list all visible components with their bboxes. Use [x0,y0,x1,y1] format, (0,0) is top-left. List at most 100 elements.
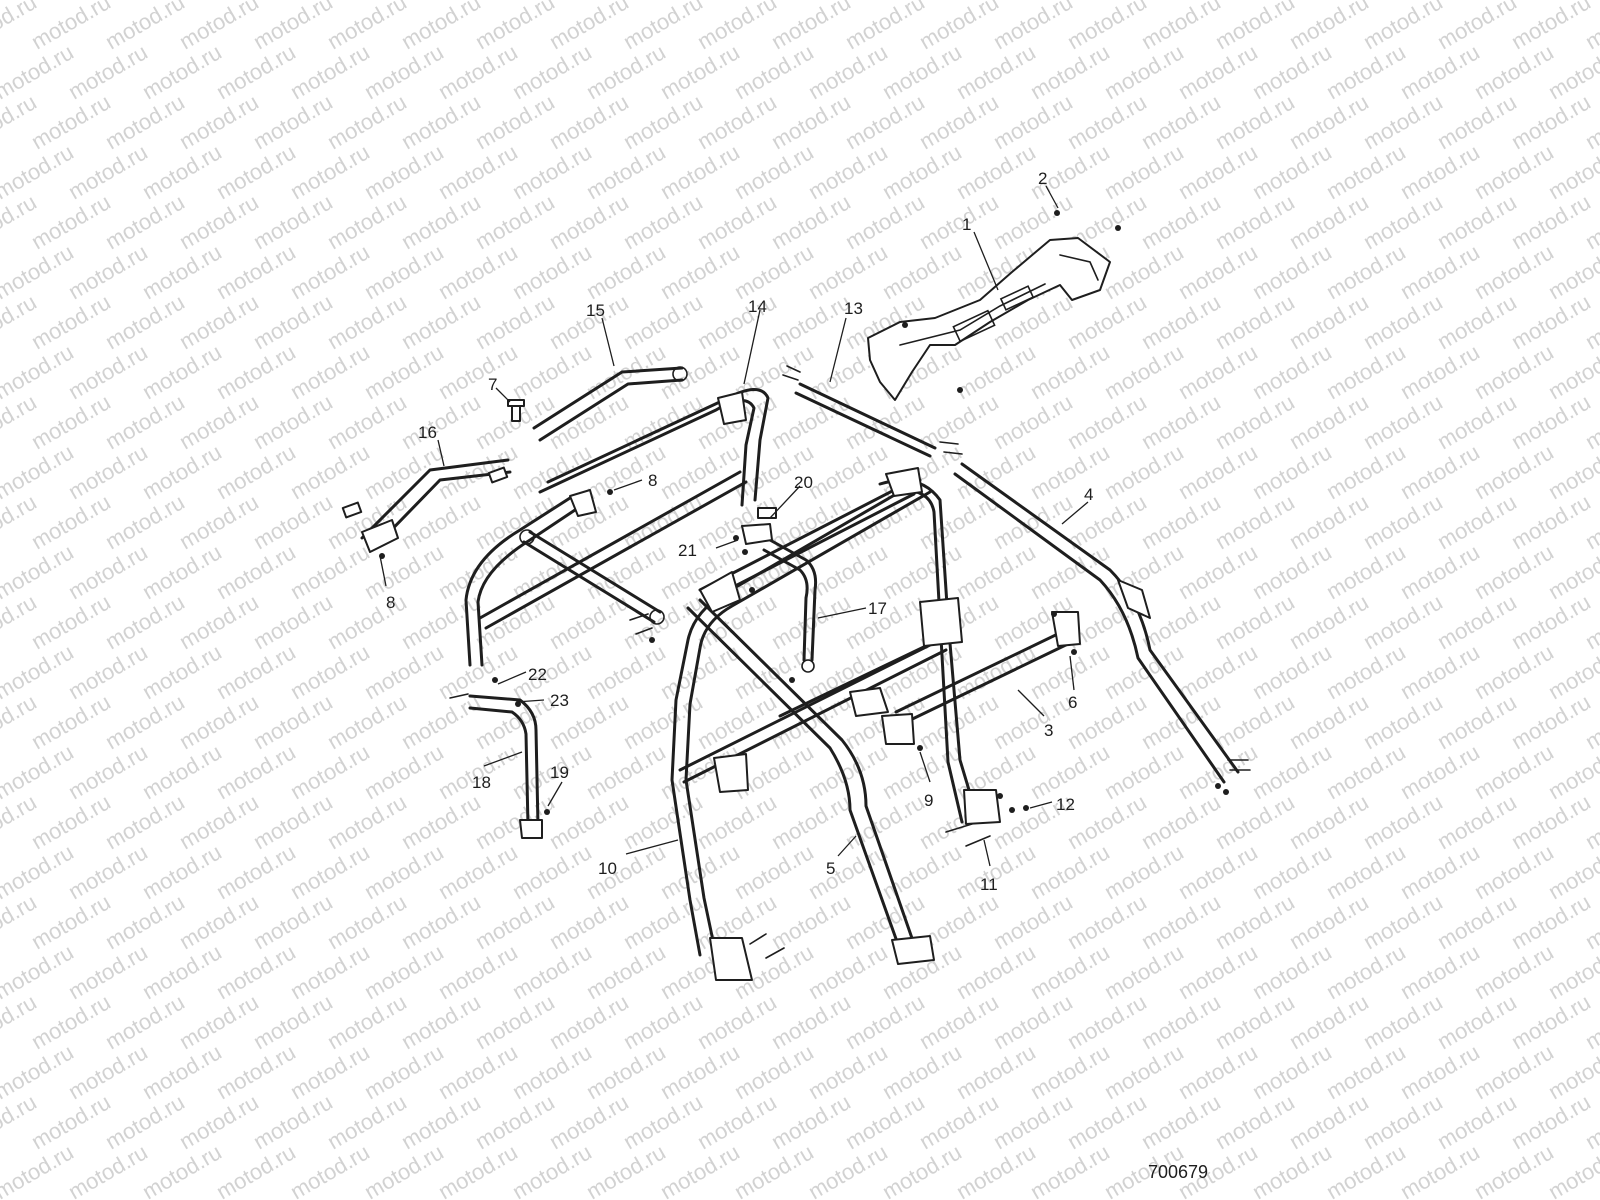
callout-8-upper[interactable]: 8 [648,471,657,490]
watermark-text: motod.ru [767,89,855,154]
watermark-text: motod.ru [1433,989,1521,1054]
watermark-text: motod.ru [693,89,781,154]
watermark-text: motod.ru [989,989,1077,1054]
callout-21[interactable]: 21 [678,541,697,560]
watermark-text: motod.ru [693,0,781,54]
watermark-text: motod.ru [323,1089,411,1154]
watermark-text: motod.ru [1137,889,1225,954]
watermark-text: motod.ru [27,589,115,654]
watermark-text: motod.ru [1470,39,1558,104]
callout-1[interactable]: 1 [962,215,971,234]
part-7-bolt [507,399,525,422]
watermark-text: motod.ru [1322,139,1410,204]
callout-18[interactable]: 18 [472,773,491,792]
watermark-text: motod.ru [841,989,929,1054]
watermark-text: motod.ru [286,39,374,104]
watermark-text: motod.ru [693,789,781,854]
watermark-text: motod.ru [1470,939,1558,1004]
watermark-text: motod.ru [1248,39,1336,104]
lower-cross-tube [678,597,963,793]
callout-11[interactable]: 11 [980,875,998,894]
watermark-text: motod.ru [397,389,485,454]
watermark-text: motod.ru [693,489,781,554]
watermark-text: motod.ru [989,389,1077,454]
watermark-text: motod.ru [582,939,670,1004]
callout-23[interactable]: 23 [550,691,569,710]
watermark-text: motod.ru [693,189,781,254]
watermark-text: motod.ru [1211,589,1299,654]
watermark-text: motod.ru [27,789,115,854]
watermark-text: motod.ru [1396,739,1484,804]
callout-20[interactable]: 20 [794,473,813,492]
watermark-text: motod.ru [1100,339,1188,404]
callout-17[interactable]: 17 [868,599,887,618]
watermark-text: motod.ru [101,1089,189,1154]
watermark-text: motod.ru [175,889,263,954]
watermark-text: motod.ru [1211,889,1299,954]
watermark-text: motod.ru [175,589,263,654]
callout-16[interactable]: 16 [418,423,437,442]
watermark-text: motod.ru [915,1089,1003,1154]
watermark-text: motod.ru [915,989,1003,1054]
callout-12[interactable]: 12 [1056,795,1075,814]
watermark-text: motod.ru [175,489,263,554]
watermark-text: motod.ru [1396,1139,1484,1200]
watermark-text: motod.ru [212,839,300,904]
watermark-text: motod.ru [101,789,189,854]
callout-4[interactable]: 4 [1084,485,1093,504]
watermark-text: motod.ru [1322,439,1410,504]
watermark-text: motod.ru [360,939,448,1004]
callout-14[interactable]: 14 [748,297,767,316]
watermark-text: motod.ru [397,989,485,1054]
watermark-text: motod.ru [1211,689,1299,754]
watermark-text: motod.ru [1322,1139,1410,1200]
callout-7[interactable]: 7 [488,375,497,394]
watermark-text: motod.ru [656,139,744,204]
watermark-text: motod.ru [27,189,115,254]
watermark-text: motod.ru [64,339,152,404]
callout-labels: 1 2 3 4 5 6 7 8 8 9 10 11 12 13 14 15 16… [386,169,1093,894]
watermark-text: motod.ru [952,1039,1040,1104]
watermark-text: motod.ru [1063,989,1151,1054]
watermark-text: motod.ru [1063,1089,1151,1154]
watermark-text: motod.ru [619,189,707,254]
watermark-text: motod.ru [804,139,892,204]
callout-5[interactable]: 5 [826,859,835,878]
watermark-text: motod.ru [730,239,818,304]
watermark-text: motod.ru [508,1039,596,1104]
watermark-text: motod.ru [804,239,892,304]
watermark-text: motod.ru [1248,639,1336,704]
part-18-bracket [468,694,543,839]
callout-22[interactable]: 22 [528,665,547,684]
watermark-text: motod.ru [64,239,152,304]
callout-2[interactable]: 2 [1038,169,1047,188]
watermark-text: motod.ru [1322,839,1410,904]
callout-19[interactable]: 19 [550,763,569,782]
watermark-text: motod.ru [1174,939,1262,1004]
callout-8-lower[interactable]: 8 [386,593,395,612]
watermark-text: motod.ru [1507,1089,1595,1154]
watermark-text: motod.ru [1211,789,1299,854]
watermark-text: motod.ru [360,839,448,904]
watermark-text: motod.ru [397,889,485,954]
watermark-text: motod.ru [471,189,559,254]
watermark-text: motod.ru [64,539,152,604]
callout-15[interactable]: 15 [586,301,605,320]
watermark-text: motod.ru [1174,39,1262,104]
watermark-text: motod.ru [101,589,189,654]
watermark-text: motod.ru [175,0,263,54]
callout-9[interactable]: 9 [924,791,933,810]
watermark-text: motod.ru [138,539,226,604]
watermark-text: motod.ru [286,639,374,704]
watermark-text: motod.ru [27,489,115,554]
watermark-text: motod.ru [730,1139,818,1200]
watermark-text: motod.ru [1507,889,1595,954]
watermark-text: motod.ru [360,1139,448,1200]
callout-3[interactable]: 3 [1044,721,1053,740]
watermark-text: motod.ru [1026,439,1114,504]
watermark-text: motod.ru [101,389,189,454]
watermark-text: motod.ru [1211,189,1299,254]
callout-6[interactable]: 6 [1068,693,1077,712]
callout-10[interactable]: 10 [598,859,617,878]
callout-13[interactable]: 13 [844,299,863,318]
